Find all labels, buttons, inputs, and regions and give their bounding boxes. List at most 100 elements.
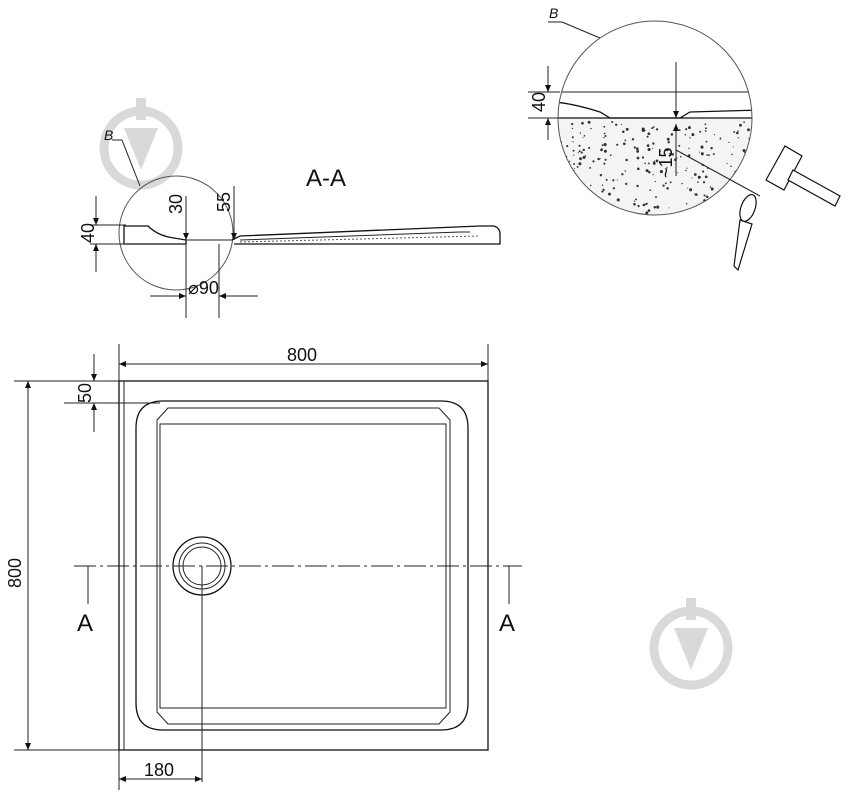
concrete-speckle xyxy=(747,128,750,132)
concrete-speckle xyxy=(743,121,745,124)
concrete-speckle xyxy=(686,167,688,169)
concrete-speckle xyxy=(608,192,611,196)
concrete-speckle xyxy=(728,141,730,144)
concrete-speckle xyxy=(652,126,655,128)
concrete-speckle xyxy=(574,190,577,192)
concrete-speckle xyxy=(556,180,557,181)
concrete-speckle xyxy=(568,160,571,163)
concrete-speckle xyxy=(699,130,702,133)
concrete-speckle xyxy=(621,173,624,176)
concrete-speckle xyxy=(688,147,690,150)
concrete-speckle xyxy=(733,185,737,189)
concrete-speckle xyxy=(655,159,659,163)
concrete-speckle xyxy=(558,192,559,195)
concrete-speckle xyxy=(704,123,707,126)
concrete-speckle xyxy=(730,210,733,213)
dowel-icon xyxy=(733,194,757,272)
concrete-speckle xyxy=(580,151,583,154)
concrete-speckle xyxy=(560,171,563,174)
concrete-speckle xyxy=(668,148,670,151)
dim-section-height: 40 xyxy=(78,223,98,243)
concrete-speckle xyxy=(742,149,746,152)
concrete-speckle xyxy=(679,155,682,158)
concrete-speckle xyxy=(645,211,649,215)
concrete-speckle xyxy=(684,134,687,136)
concrete-speckle xyxy=(703,205,707,209)
concrete-speckle xyxy=(558,160,559,163)
concrete-speckle xyxy=(556,213,558,215)
concrete-speckle xyxy=(708,154,710,156)
concrete-speckle xyxy=(603,136,605,139)
concrete-speckle xyxy=(601,144,604,147)
concrete-speckle xyxy=(588,146,591,149)
detail-view: 40 ~15 B xyxy=(528,5,841,272)
concrete-speckle xyxy=(590,127,592,130)
section-mark-left: A xyxy=(77,610,93,637)
concrete-speckle xyxy=(668,207,670,209)
concrete-speckle xyxy=(622,142,626,146)
concrete-speckle xyxy=(558,154,559,157)
concrete-speckle xyxy=(659,151,662,153)
concrete-speckle xyxy=(693,173,697,176)
concrete-speckle xyxy=(711,214,713,215)
concrete-speckle xyxy=(578,205,582,208)
concrete-speckle xyxy=(578,162,582,166)
concrete-speckle xyxy=(664,182,667,185)
concrete-speckle xyxy=(666,187,669,190)
concrete-speckle xyxy=(731,153,733,156)
concrete-speckle xyxy=(586,207,589,210)
dim-width: 800 xyxy=(287,345,317,365)
concrete-speckle xyxy=(578,150,581,153)
concrete-speckle xyxy=(691,133,695,137)
concrete-speckle xyxy=(750,180,752,184)
concrete-speckle xyxy=(615,123,618,126)
concrete-speckle xyxy=(694,193,698,196)
concrete-speckle xyxy=(625,158,628,162)
concrete-speckle xyxy=(713,133,716,136)
watermark-logo-icon xyxy=(649,598,733,690)
dim-detail-height: 40 xyxy=(529,92,549,112)
detail-label-right: B xyxy=(549,5,558,21)
concrete-speckle xyxy=(574,193,578,197)
concrete-speckle xyxy=(706,154,709,156)
concrete-speckle xyxy=(653,205,657,209)
dim-depth: 800 xyxy=(5,558,25,588)
concrete-speckle xyxy=(571,122,574,126)
concrete-speckle xyxy=(583,134,586,137)
concrete-speckle xyxy=(652,147,654,149)
concrete-speckle xyxy=(753,123,754,124)
concrete-speckle xyxy=(609,154,612,157)
concrete-speckle xyxy=(642,203,646,207)
concrete-speckle xyxy=(603,143,607,147)
concrete-speckle xyxy=(671,153,675,156)
concrete-speckle xyxy=(599,158,601,160)
concrete-speckle xyxy=(620,124,623,126)
concrete-speckle xyxy=(573,163,576,166)
concrete-speckle xyxy=(592,160,595,163)
concrete-speckle xyxy=(576,165,579,168)
concrete-speckle xyxy=(721,196,725,200)
concrete-speckle xyxy=(589,166,592,169)
concrete-speckle xyxy=(564,208,568,212)
concrete-speckle xyxy=(641,127,645,131)
concrete-speckle xyxy=(603,125,606,128)
concrete-speckle xyxy=(745,162,747,165)
concrete-speckle xyxy=(647,147,651,152)
concrete-speckle xyxy=(656,205,660,209)
concrete-speckle xyxy=(737,137,739,139)
concrete-speckle xyxy=(710,187,714,191)
dim-drain-diameter: ⌀90 xyxy=(188,278,219,298)
concrete-speckle xyxy=(558,195,560,197)
concrete-speckle xyxy=(651,127,654,129)
concrete-speckle xyxy=(739,123,742,127)
concrete-speckle xyxy=(691,177,693,179)
concrete-speckle xyxy=(652,174,654,176)
concrete-speckle xyxy=(743,177,745,179)
concrete-speckle xyxy=(648,171,651,174)
concrete-speckle xyxy=(582,137,584,138)
concrete-speckle xyxy=(667,141,670,144)
concrete-speckle xyxy=(726,162,728,165)
concrete-speckle xyxy=(700,152,704,156)
concrete-speckle xyxy=(704,207,707,210)
concrete-speckle xyxy=(634,198,637,201)
